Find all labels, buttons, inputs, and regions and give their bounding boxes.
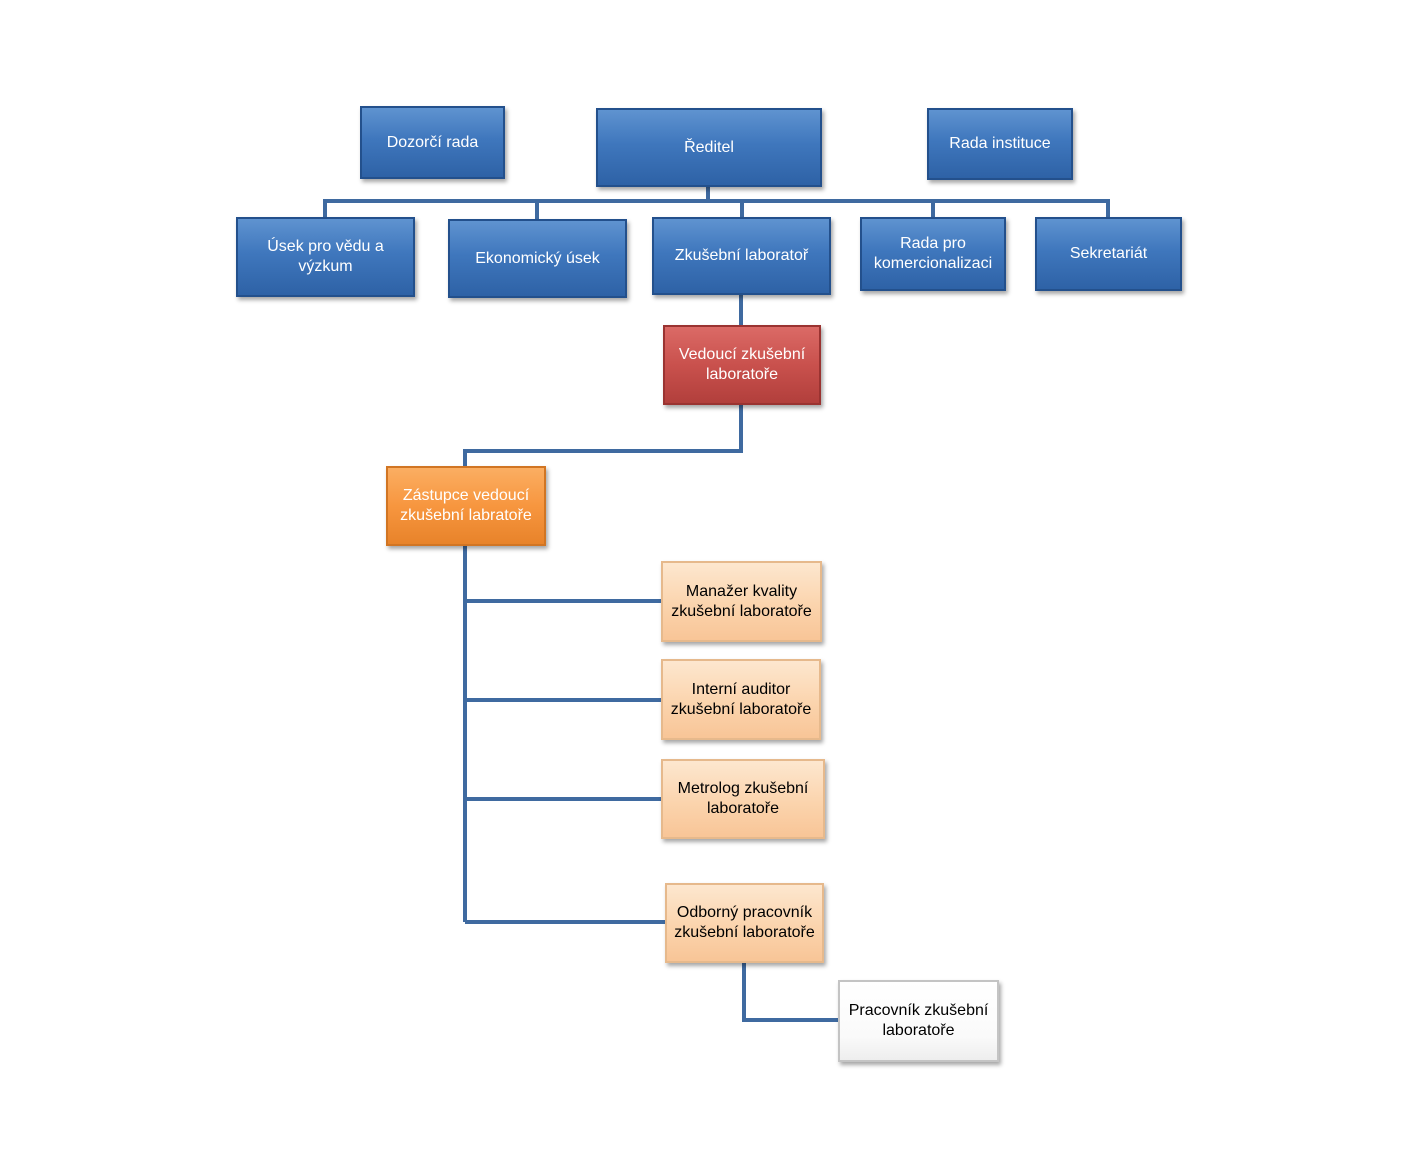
node-specialist: Odborný pracovník zkušební laboratoře <box>665 883 824 963</box>
node-metrologist: Metrolog zkušební laboratoře <box>661 759 825 839</box>
node-label: Interní auditor zkušební laboratoře <box>670 680 812 718</box>
node-testing-lab: Zkušební laboratoř <box>652 217 831 295</box>
node-label: Rada pro komercionalizaci <box>873 235 993 272</box>
node-lab-deputy: Zástupce vedoucí zkušební labratoře <box>386 466 546 546</box>
node-secretariat: Sekretariát <box>1035 217 1182 291</box>
node-commercialization-board: Rada pro komercionalizaci <box>860 217 1006 291</box>
connector-specialist-worker <box>742 962 839 1022</box>
node-label: Pracovník zkušební laboratoře <box>848 1002 989 1039</box>
node-label: Rada instituce <box>949 135 1051 152</box>
node-label: Zkušební laboratoř <box>674 247 809 264</box>
node-label: Úsek pro vědu a výzkum <box>267 238 384 275</box>
node-label: Manažer kvality zkušební laboratoře <box>671 582 812 620</box>
node-science-department: Úsek pro vědu a výzkum <box>236 217 415 297</box>
node-lab-worker: Pracovník zkušební laboratoře <box>838 980 999 1062</box>
node-label: Zástupce vedoucí zkušební labratoře <box>400 487 532 524</box>
node-label: Ředitel <box>684 138 734 156</box>
node-label: Sekretariát <box>1069 245 1148 262</box>
node-lab-head: Vedoucí zkušební laboratoře <box>663 325 821 405</box>
node-director: Ředitel <box>596 108 822 187</box>
node-institution-board: Rada instituce <box>927 108 1073 180</box>
node-label: Dozorčí rada <box>386 133 479 151</box>
node-supervisory-board: Dozorčí rada <box>360 106 505 179</box>
node-label: Metrolog zkušební laboratoře <box>677 780 809 817</box>
node-economic-department: Ekonomický úsek <box>448 219 627 298</box>
node-label: Ekonomický úsek <box>475 249 600 267</box>
connector-head-deputy <box>463 403 743 467</box>
node-label: Vedoucí zkušební laboratoře <box>678 346 806 383</box>
node-quality-manager: Manažer kvality zkušební laboratoře <box>661 561 822 642</box>
node-internal-auditor: Interní auditor zkušební laboratoře <box>661 659 821 740</box>
node-label: Odborný pracovník zkušební laboratoře <box>674 904 815 941</box>
